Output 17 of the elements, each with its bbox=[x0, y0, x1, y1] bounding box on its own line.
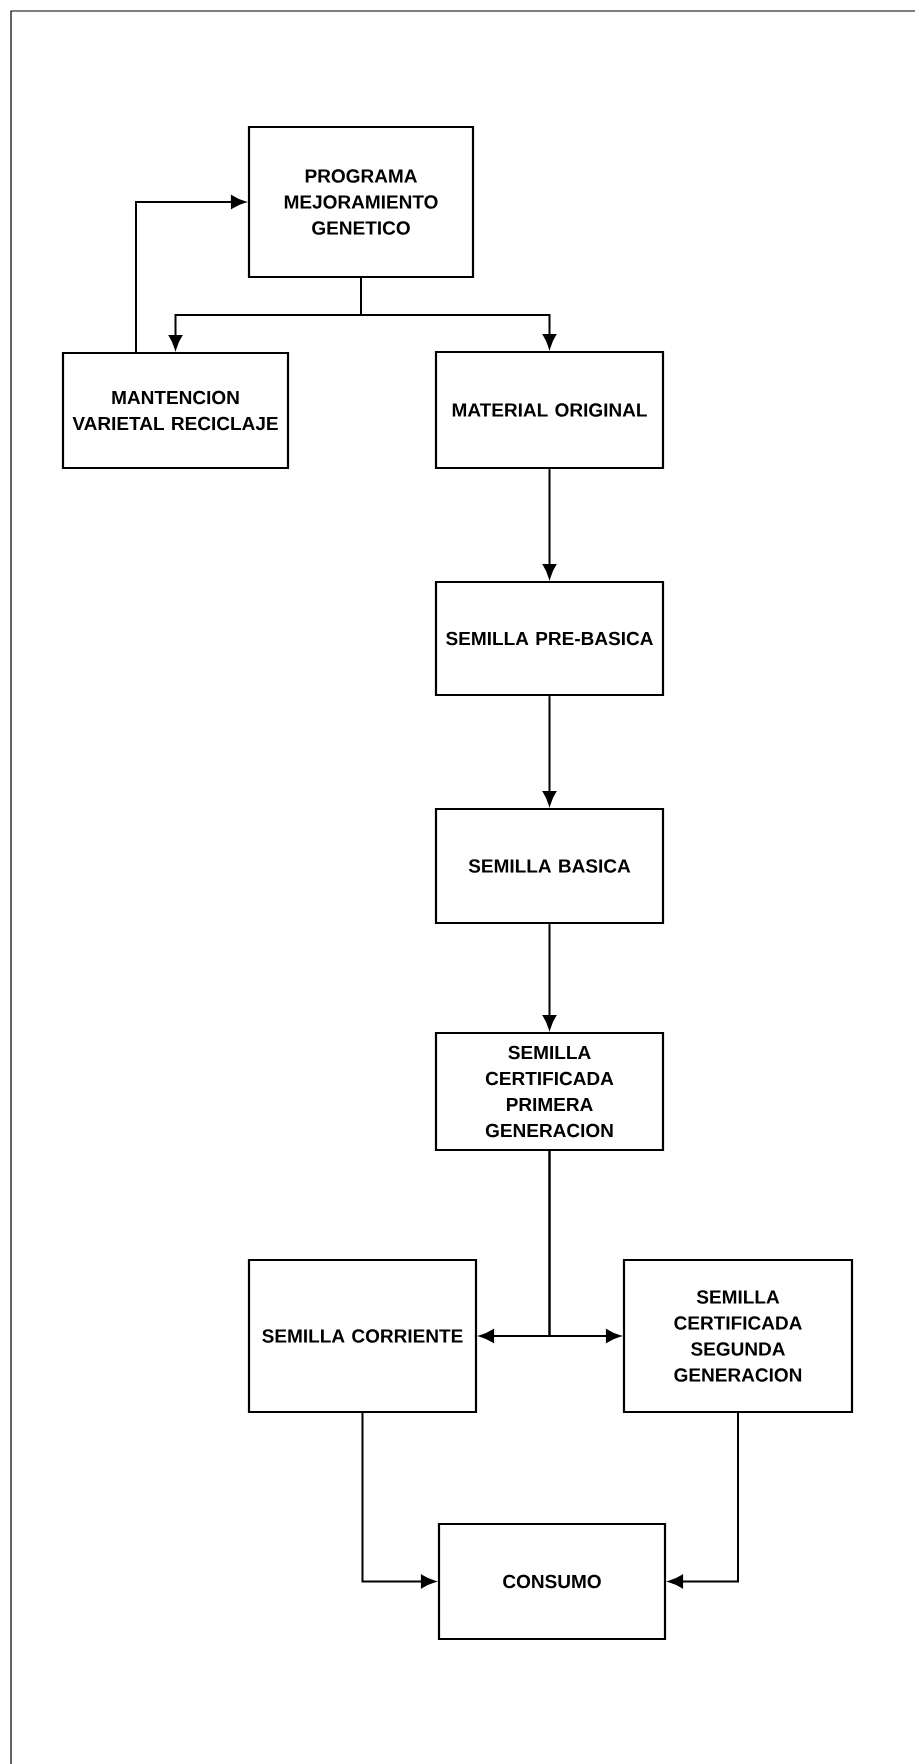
process-box: CONSUMO bbox=[437, 1522, 667, 1641]
arrow bbox=[135, 195, 246, 354]
process-box: SEMILLA CERTIFICADA SEGUNDA GENERACION bbox=[622, 1258, 854, 1414]
process-box: SEMILLA BASICA bbox=[434, 807, 665, 925]
process-box: SEMILLA CORRIENTE bbox=[247, 1258, 478, 1414]
arrow bbox=[548, 1150, 621, 1343]
process-box: MANTENCION VARIETAL RECICLAJE bbox=[61, 351, 290, 470]
arrow bbox=[542, 695, 557, 806]
arrow bbox=[542, 468, 557, 579]
process-box: MATERIAL ORIGINAL bbox=[434, 350, 665, 470]
process-box: PROGRAMA MEJORAMIENTO GENETICO bbox=[247, 125, 475, 279]
process-box: SEMILLA CERTIFICADA PRIMERA GENERACION bbox=[434, 1031, 665, 1152]
process-box: SEMILLA PRE-BASICA bbox=[434, 580, 665, 697]
arrow bbox=[360, 277, 557, 349]
arrow bbox=[361, 1412, 436, 1589]
arrow bbox=[668, 1412, 739, 1589]
arrow bbox=[542, 923, 557, 1030]
